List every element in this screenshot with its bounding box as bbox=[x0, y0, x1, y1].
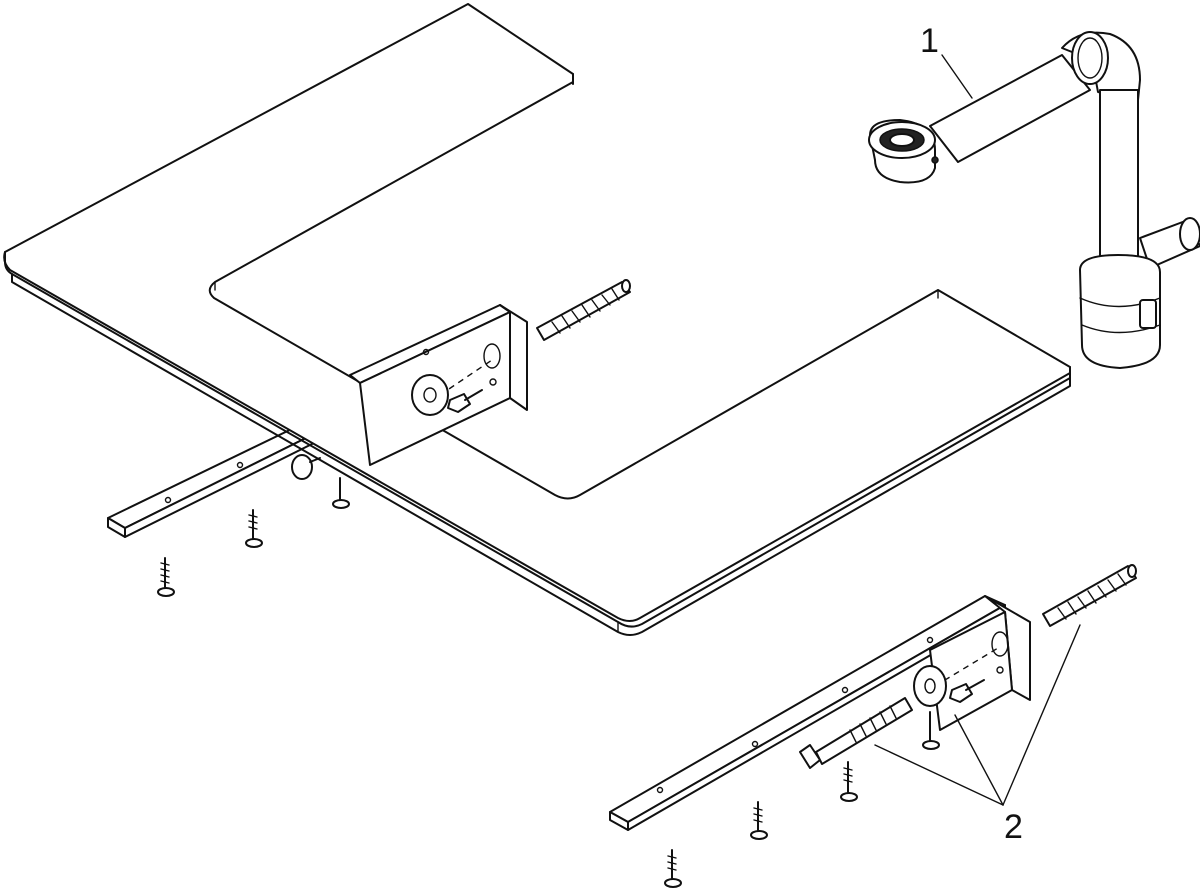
right-screws bbox=[664, 711, 940, 888]
left-mounting-rail bbox=[107, 424, 319, 538]
callout-label-1: 1 bbox=[920, 22, 939, 60]
screw-d bbox=[157, 557, 175, 597]
left-screws bbox=[157, 454, 350, 597]
screw-e bbox=[922, 711, 940, 750]
screw-h bbox=[664, 849, 682, 888]
siphon-assembly bbox=[868, 31, 1200, 369]
screw-a bbox=[291, 454, 321, 480]
callout-label-2: 2 bbox=[1004, 808, 1023, 846]
screw-f bbox=[840, 761, 858, 802]
right-mounting-kit bbox=[609, 564, 1137, 888]
lag-bolt bbox=[799, 697, 913, 769]
drain-head bbox=[868, 119, 939, 184]
callout-1: 1 bbox=[920, 22, 973, 99]
right-wall-anchor-screw bbox=[1042, 564, 1137, 627]
left-wall-anchor-screw bbox=[536, 279, 631, 341]
screw-g bbox=[750, 801, 768, 840]
left-wall-bracket bbox=[349, 279, 631, 466]
screw-b bbox=[332, 477, 350, 509]
countertop bbox=[3, 3, 1071, 636]
callout-2: 2 bbox=[874, 624, 1081, 846]
screw-c bbox=[245, 509, 263, 548]
